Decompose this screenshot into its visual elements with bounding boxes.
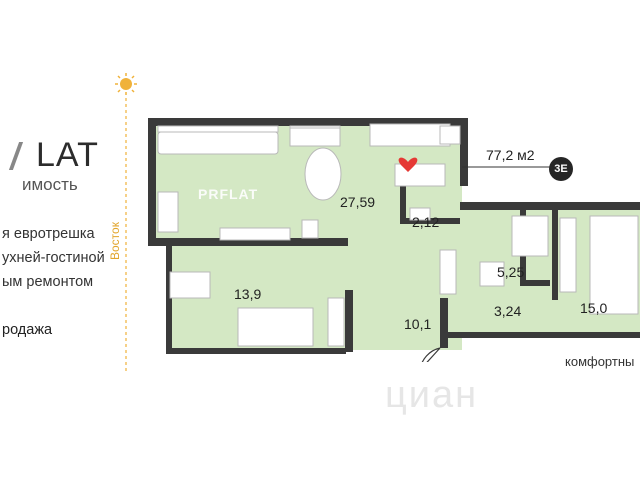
- entry-door: [421, 347, 441, 362]
- brand-title-text: LAT: [36, 136, 99, 174]
- description-line-2: ухней-гостиной: [2, 250, 105, 266]
- compass-axis-line: [125, 98, 127, 374]
- plan-watermark-logo: PRFLAT: [198, 186, 259, 202]
- area-leader-line: [462, 166, 550, 168]
- room-area-bedroom-right: 15,0: [580, 300, 608, 316]
- walls: [148, 118, 640, 354]
- compass-direction-label: Восток: [108, 222, 122, 260]
- description-line-1: я евротрешка: [2, 226, 95, 242]
- room-area-bathroom-large: 5,25: [497, 264, 525, 280]
- room-area-bedroom-left: 13,9: [234, 286, 262, 302]
- description-line-3: ым ремонтом: [2, 274, 94, 290]
- rooms-badge: 3Е: [549, 157, 573, 181]
- room-area-hallway: 10,1: [404, 316, 432, 332]
- brand-subtitle: имость: [22, 175, 78, 194]
- floor-plan: [148, 118, 640, 362]
- heart-icon: [398, 157, 418, 172]
- room-area-corridor: 3,24: [494, 303, 522, 319]
- sun-icon: [115, 73, 137, 95]
- total-area: 77,2 м2: [486, 147, 535, 163]
- sale-label: родажа: [2, 322, 53, 338]
- furniture: [157, 123, 639, 347]
- comfort-label: комфортны: [565, 354, 635, 369]
- cian-watermark: циан: [385, 374, 479, 416]
- room-area-bathroom-small: 2,12: [412, 214, 440, 230]
- room-area-kitchen-living: 27,59: [340, 194, 376, 210]
- brand-mark-icon: [8, 142, 38, 170]
- brand-title: LAT: [8, 136, 99, 175]
